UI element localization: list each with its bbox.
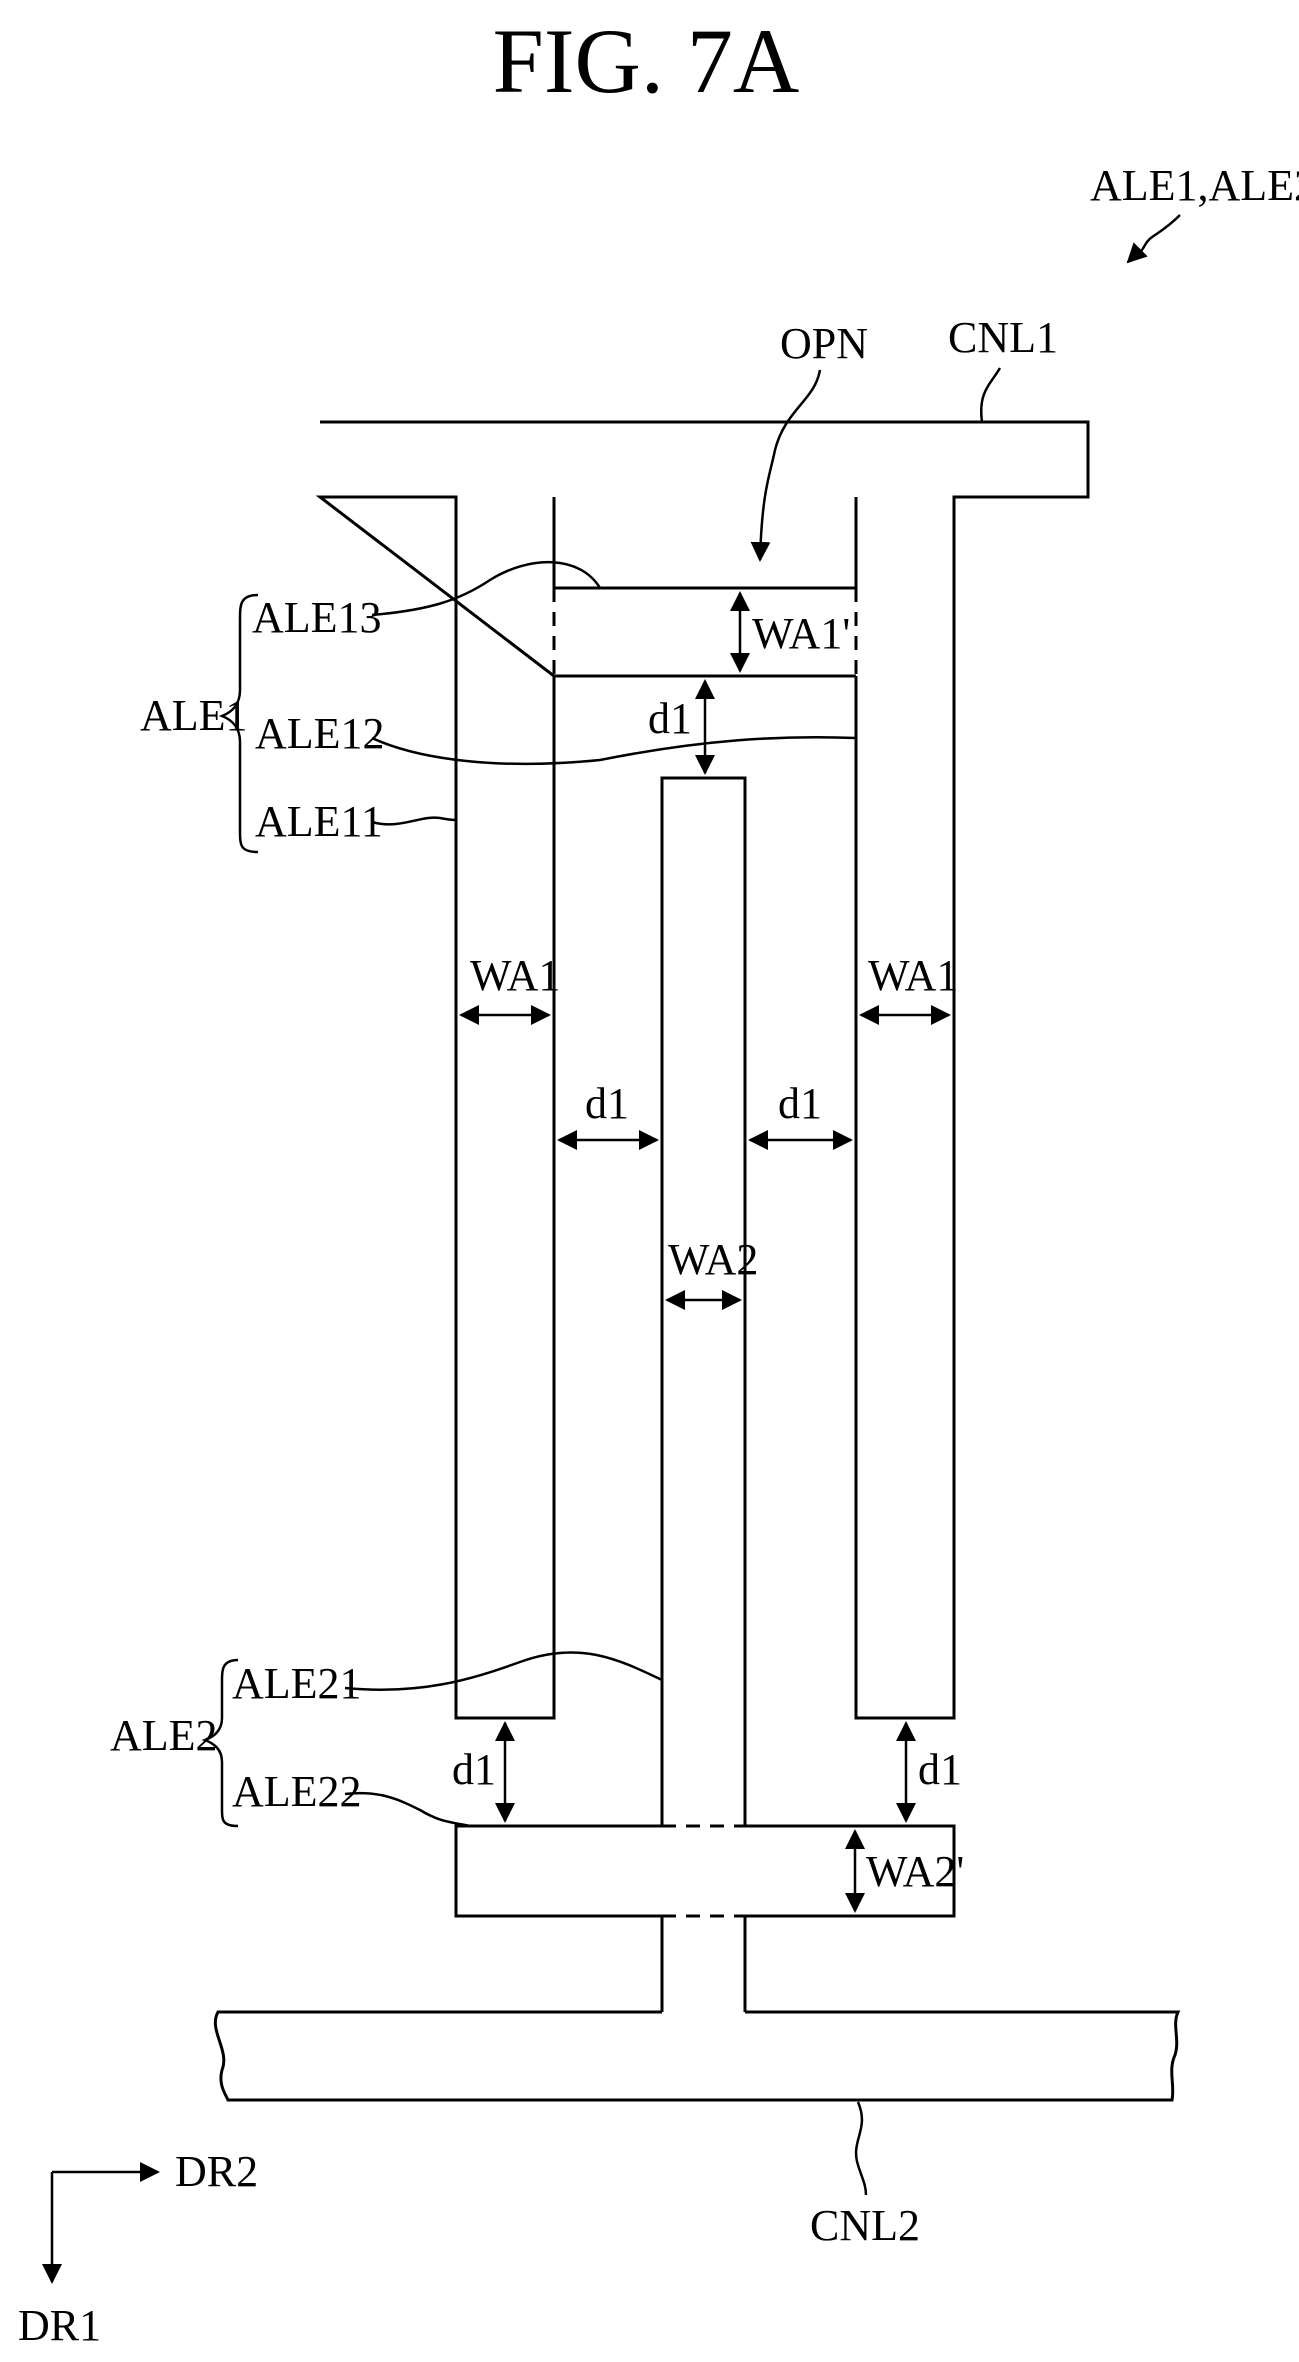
ale21-label: ALE21 xyxy=(232,1659,362,1708)
ale11-label: ALE11 xyxy=(255,797,383,846)
ale12-leader xyxy=(372,737,856,764)
wa1-prime-label: WA1' xyxy=(752,609,850,658)
opn-leader xyxy=(760,370,820,560)
wa1-left-label: WA1 xyxy=(470,951,560,1000)
ref-group-label: ALE1,ALE2 xyxy=(1090,161,1299,210)
ale2-label: ALE2 xyxy=(110,1711,218,1760)
ale1-label: ALE1 xyxy=(140,691,248,740)
dr2-label: DR2 xyxy=(175,2147,258,2196)
ale22-label: ALE22 xyxy=(232,1767,362,1816)
ref-group-leader xyxy=(1128,215,1180,262)
ale12-label: ALE12 xyxy=(255,709,385,758)
wa2-label: WA2 xyxy=(668,1235,758,1284)
ale13-label: ALE13 xyxy=(252,593,382,642)
cnl2-label: CNL2 xyxy=(810,2201,920,2250)
cnl2-leader xyxy=(856,2102,866,2195)
wa1-right-label: WA1 xyxy=(868,951,958,1000)
ale21-finger xyxy=(662,778,745,1826)
cnl1-leader xyxy=(981,368,1000,422)
ale22-leader xyxy=(345,1793,470,1826)
ale2-stem xyxy=(662,1916,745,2012)
cnl1-label: CNL1 xyxy=(948,313,1058,362)
d1-left-label: d1 xyxy=(585,1079,629,1128)
d1-right-label: d1 xyxy=(778,1079,822,1128)
d1-bottom-left-label: d1 xyxy=(452,1745,496,1794)
d1-bottom-right-label: d1 xyxy=(918,1745,962,1794)
cnl2-line xyxy=(215,2012,1178,2100)
figure-title: FIG. 7A xyxy=(493,10,800,112)
ale11-leader xyxy=(372,818,456,825)
wa2-prime-label: WA2' xyxy=(866,1847,964,1896)
ale21-leader xyxy=(345,1652,662,1689)
ale13-upper-segment xyxy=(554,497,856,588)
opn-label: OPN xyxy=(780,319,868,368)
d1-top-label: d1 xyxy=(648,694,692,743)
ale1-electrode-outline xyxy=(320,422,1088,1718)
dr1-label: DR1 xyxy=(18,2301,101,2350)
